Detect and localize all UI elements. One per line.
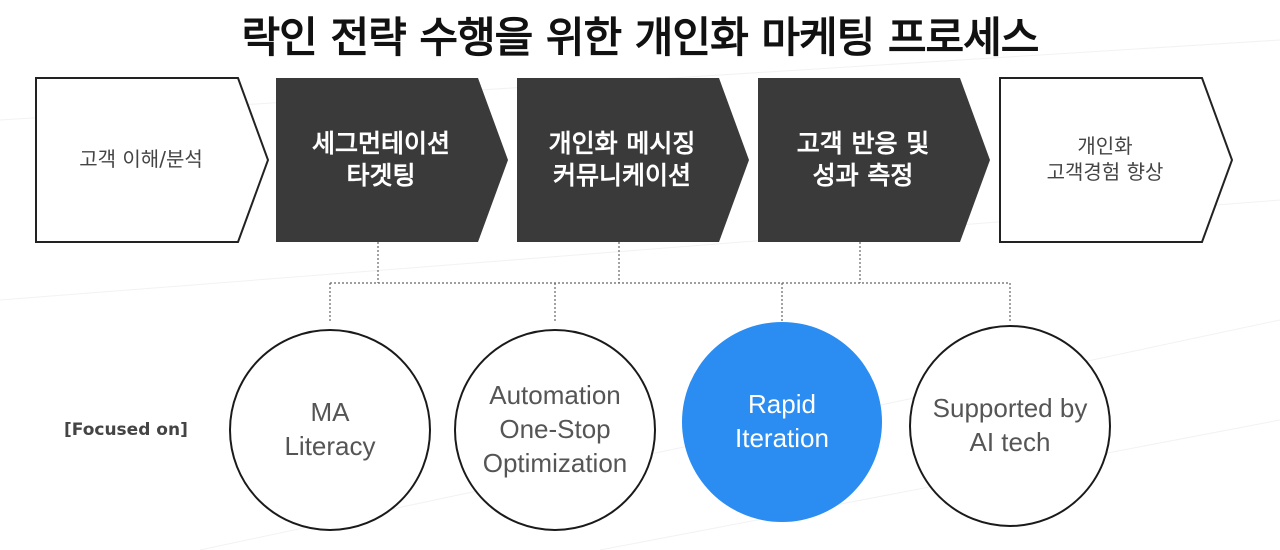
step-label-segmentation: 세그먼테이션 타겟팅 <box>311 129 450 190</box>
step-label-measurement: 고객 반응 및 성과 측정 <box>796 129 930 190</box>
step-label-customer-analysis: 고객 이해/분석 <box>79 147 203 172</box>
focused-on-label: [Focused on] <box>64 420 188 440</box>
focus-circle-ai-tech: Supported by AI tech <box>909 325 1111 527</box>
step-shape-5 <box>999 77 1234 243</box>
step-label-experience: 개인화 고객경험 향상 <box>1046 134 1164 184</box>
page-title: 락인 전략 수행을 위한 개인화 마케팅 프로세스 <box>241 13 1040 62</box>
step-label-messaging: 개인화 메시징 커뮤니케이션 <box>548 129 696 190</box>
step-shape-4 <box>758 78 990 242</box>
step-shape-3 <box>517 78 749 242</box>
focus-circle-rapid-iteration: Rapid Iteration <box>682 322 882 522</box>
focus-circle-ma-literacy: MA Literacy <box>229 329 431 531</box>
step-shape-1 <box>35 77 270 243</box>
focus-circle-automation: Automation One-Stop Optimization <box>454 329 656 531</box>
step-shape-2 <box>276 78 508 242</box>
